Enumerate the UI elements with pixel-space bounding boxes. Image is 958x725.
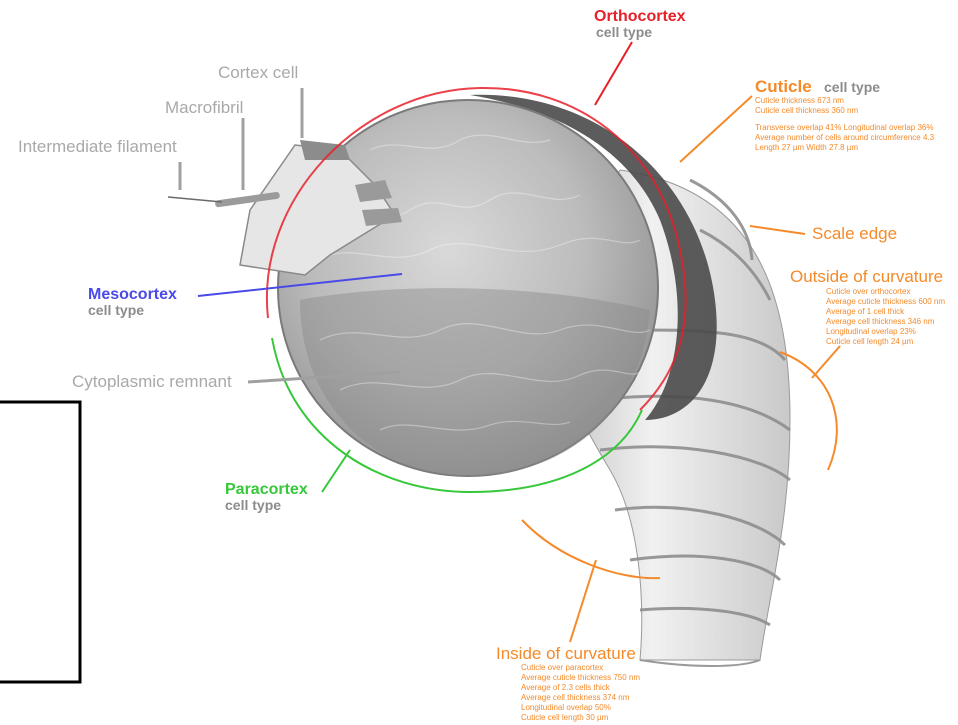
inside-curvature-detail: Cuticle over paracortex <box>521 663 640 673</box>
cuticle-subtitle: cell type <box>824 80 880 94</box>
cuticle-detail: Cuticle cell thickness 360 nm <box>755 106 934 116</box>
cuticle-detail: Length 27 µm Width 27.8 µm <box>755 143 934 153</box>
cuticle-details: Cuticle thickness 673 nm Cuticle cell th… <box>755 96 934 153</box>
outside-curvature-detail: Longitudinal overlap 23% <box>826 327 945 337</box>
cuticle-detail: Transverse overlap 41% Longitudinal over… <box>755 123 934 133</box>
outside-curvature-leader <box>812 346 840 378</box>
cuticle-detail: Cuticle thickness 673 nm <box>755 96 934 106</box>
inside-curvature-detail: Average cell thickness 374 nm <box>521 693 640 703</box>
outside-curvature-detail: Cuticle cell length 24 µm <box>826 337 945 347</box>
paracortex-subtitle: cell type <box>225 498 281 512</box>
scale-edge-label: Scale edge <box>812 225 897 242</box>
inside-curvature-details: Cuticle over paracortex Average cuticle … <box>521 663 640 723</box>
outside-curvature-details: Cuticle over orthocortex Average cuticle… <box>826 287 945 347</box>
outside-curvature-detail: Cuticle over orthocortex <box>826 287 945 297</box>
inside-curvature-leader <box>570 560 596 642</box>
outside-curvature-detail: Average cell thickness 346 nm <box>826 317 945 327</box>
intermediate-filament-label: Intermediate filament <box>18 138 177 155</box>
orthocortex-title: Orthocortex <box>594 9 686 25</box>
cortex-cell-label: Cortex cell <box>218 64 298 81</box>
outside-curvature-title: Outside of curvature <box>790 268 943 285</box>
inside-curvature-detail: Average of 2.3 cells thick <box>521 683 640 693</box>
scale-edge-leader <box>750 226 805 234</box>
inside-curvature-detail: Longitudinal overlap 50% <box>521 703 640 713</box>
mesocortex-title: Mesocortex <box>88 287 177 303</box>
frame-box <box>0 402 80 682</box>
orthocortex-leader <box>595 42 632 105</box>
orthocortex-subtitle: cell type <box>596 25 652 39</box>
cytoplasmic-remnant-label: Cytoplasmic remnant <box>72 373 232 390</box>
cuticle-title: Cuticle <box>755 78 812 95</box>
paracortex-title: Paracortex <box>225 482 308 498</box>
inside-curvature-detail: Cuticle cell length 30 µm <box>521 713 640 723</box>
outside-curvature-detail: Average cuticle thickness 600 nm <box>826 297 945 307</box>
paracortex-leader <box>322 450 350 492</box>
inside-curvature-title: Inside of curvature <box>496 645 636 662</box>
outside-curvature-detail: Average of 1 cell thick <box>826 307 945 317</box>
inside-curvature-detail: Average cuticle thickness 750 nm <box>521 673 640 683</box>
macrofibril-label: Macrofibril <box>165 99 243 116</box>
mesocortex-subtitle: cell type <box>88 303 144 317</box>
cuticle-leader <box>680 96 752 162</box>
cuticle-detail: Average number of cells around circumfer… <box>755 133 934 143</box>
cuticle-detail <box>755 116 934 123</box>
